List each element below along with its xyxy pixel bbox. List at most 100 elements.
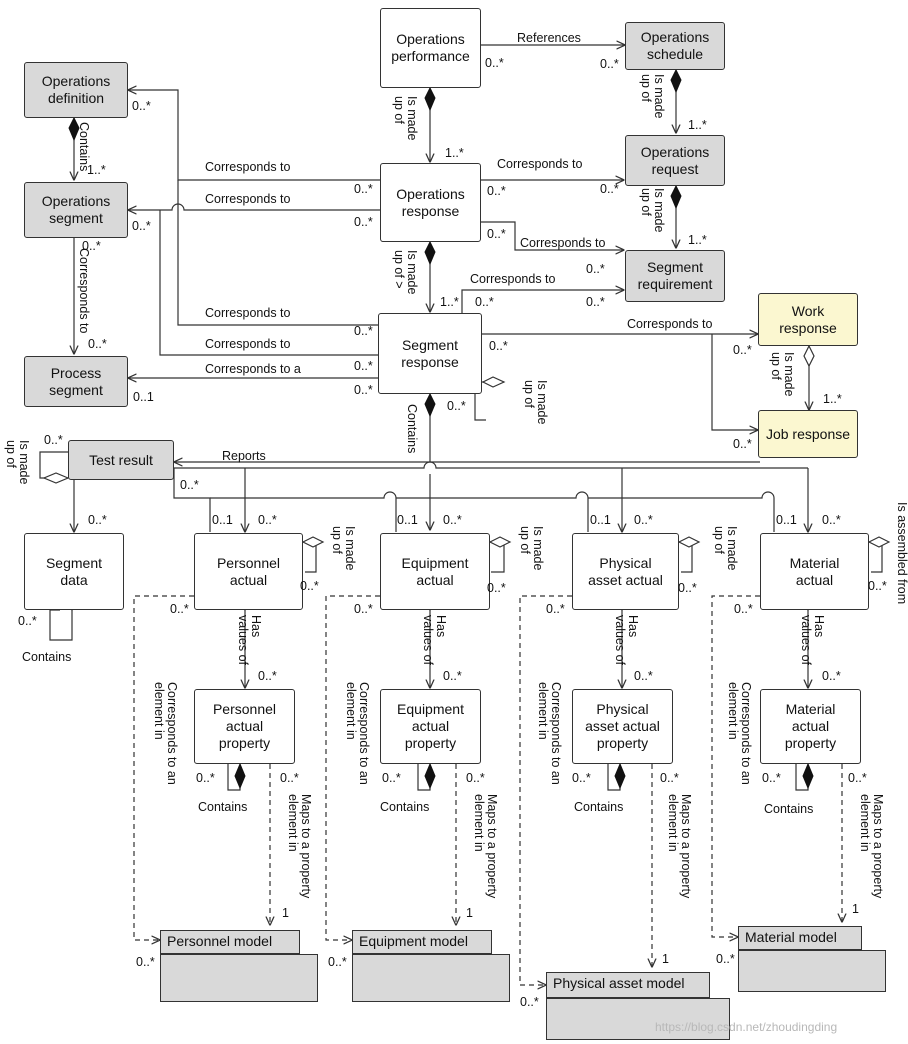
corresponds-to-label: Corresponds to	[497, 157, 583, 171]
operations-schedule-box: Operations schedule	[625, 22, 725, 70]
multiplicity: 1..*	[87, 163, 106, 177]
contains-label: Contains	[380, 800, 430, 814]
multiplicity: 0..*	[634, 669, 653, 683]
personnel-model-body	[160, 954, 318, 1002]
watermark: https://blog.csdn.net/zhoudingding	[655, 1020, 838, 1034]
maps-to-property-label: Maps to a property element in	[472, 794, 499, 899]
multiplicity: 1	[282, 906, 289, 920]
operations-definition-box: Operations definition	[24, 62, 128, 118]
physical-asset-model-body	[546, 998, 730, 1040]
contains-label: Contains	[764, 802, 814, 816]
is-made-up-of-label: Is made up of	[639, 74, 666, 119]
multiplicity: 0..*	[733, 343, 752, 357]
corresponds-to-label: Corresponds to	[205, 306, 291, 320]
physical-asset-model-tab: Physical asset model	[546, 972, 710, 998]
corresponds-to-label: Corresponds to	[470, 272, 556, 286]
segment-requirement-box: Segment requirement	[625, 250, 725, 302]
equipment-actual-box: Equipment actual	[380, 533, 490, 610]
multiplicity: 0..*	[489, 339, 508, 353]
multiplicity: 0..*	[487, 581, 506, 595]
multiplicity: 0..*	[354, 383, 373, 397]
has-values-of-label: Has values of	[613, 615, 640, 666]
is-made-up-of-label: Is made up of	[518, 526, 545, 571]
maps-to-property-label: Maps to a property element in	[858, 794, 885, 899]
contains-label: Contains	[198, 800, 248, 814]
multiplicity: 0..*	[136, 955, 155, 969]
multiplicity: 0..*	[382, 771, 401, 785]
multiplicity: 0..*	[354, 602, 373, 616]
multiplicity: 0..*	[678, 581, 697, 595]
operations-performance-box: Operations performance	[380, 8, 481, 88]
multiplicity: 0..*	[443, 669, 462, 683]
multiplicity: 0..*	[586, 262, 605, 276]
equipment-model-tab: Equipment model	[352, 930, 492, 954]
multiplicity: 0..*	[354, 324, 373, 338]
reports-label: Reports	[222, 449, 266, 463]
multiplicity: 1	[662, 952, 669, 966]
multiplicity: 0..*	[258, 669, 277, 683]
multiplicity: 0..*	[822, 513, 841, 527]
multiplicity: 0..*	[258, 513, 277, 527]
multiplicity: 1..*	[823, 392, 842, 406]
multiplicity: 0..*	[734, 602, 753, 616]
corresponds-to-label: Corresponds to	[520, 236, 606, 250]
multiplicity: 0..*	[132, 219, 151, 233]
multiplicity: 1..*	[445, 146, 464, 160]
corresponds-to-an-element-label: Corresponds to an element in	[344, 682, 371, 785]
material-actual-box: Material actual	[760, 533, 869, 610]
operations-response-box: Operations response	[380, 163, 481, 242]
multiplicity: 0..*	[487, 227, 506, 241]
material-model-tab: Material model	[738, 926, 862, 950]
multiplicity: 0..*	[848, 771, 867, 785]
segment-data-box: Segment data	[24, 533, 124, 610]
multiplicity: 0..*	[44, 433, 63, 447]
maps-to-property-label: Maps to a property element in	[286, 794, 313, 899]
corresponds-to-label: Corresponds to	[627, 317, 713, 331]
multiplicity: 0..*	[600, 182, 619, 196]
multiplicity: 0..*	[487, 184, 506, 198]
physical-asset-actual-property-box: Physical asset actual property	[572, 689, 673, 764]
multiplicity: 0..*	[82, 239, 101, 253]
multiplicity: 0..1	[133, 390, 154, 404]
multiplicity: 0..*	[822, 669, 841, 683]
multiplicity: 0..*	[88, 513, 107, 527]
equipment-actual-property-box: Equipment actual property	[380, 689, 481, 764]
has-values-of-label: Has values of	[421, 615, 448, 666]
multiplicity: 0..*	[18, 614, 37, 628]
multiplicity: 0..*	[660, 771, 679, 785]
multiplicity: 1..*	[688, 233, 707, 247]
physical-asset-actual-box: Physical asset actual	[572, 533, 679, 610]
multiplicity: 0..*	[443, 513, 462, 527]
contains-label: Contains	[22, 650, 72, 664]
multiplicity: 1	[852, 902, 859, 916]
contains-label: Contains	[405, 404, 419, 454]
multiplicity: 0..*	[634, 513, 653, 527]
multiplicity: 0..*	[762, 771, 781, 785]
is-made-up-of-label: Is made up of	[712, 526, 739, 571]
multiplicity: 0..1	[776, 513, 797, 527]
multiplicity: 0..*	[475, 295, 494, 309]
multiplicity: 0..*	[328, 955, 347, 969]
corresponds-to-a-label: Corresponds to a	[205, 362, 301, 376]
process-segment-box: Process segment	[24, 356, 128, 407]
corresponds-to-label: Corresponds to	[205, 192, 291, 206]
multiplicity: 0..*	[447, 399, 466, 413]
multiplicity: 0..*	[300, 579, 319, 593]
multiplicity: 0..*	[180, 478, 199, 492]
multiplicity: 1	[466, 906, 473, 920]
multiplicity: 0..*	[572, 771, 591, 785]
corresponds-to-label: Corresponds to	[205, 337, 291, 351]
multiplicity: 0..*	[354, 359, 373, 373]
multiplicity: 0..*	[600, 57, 619, 71]
operations-segment-box: Operations segment	[24, 182, 128, 238]
material-model-body	[738, 950, 886, 992]
work-response-box: Work response	[758, 293, 858, 346]
references-label: References	[517, 31, 581, 45]
multiplicity: 1..*	[688, 118, 707, 132]
corresponds-to-an-element-label: Corresponds to an element in	[726, 682, 753, 785]
test-result-box: Test result	[68, 440, 174, 480]
corresponds-to-an-element-label: Corresponds to an element in	[152, 682, 179, 785]
multiplicity: 0..1	[590, 513, 611, 527]
personnel-actual-property-box: Personnel actual property	[194, 689, 295, 764]
multiplicity: 0..*	[485, 56, 504, 70]
